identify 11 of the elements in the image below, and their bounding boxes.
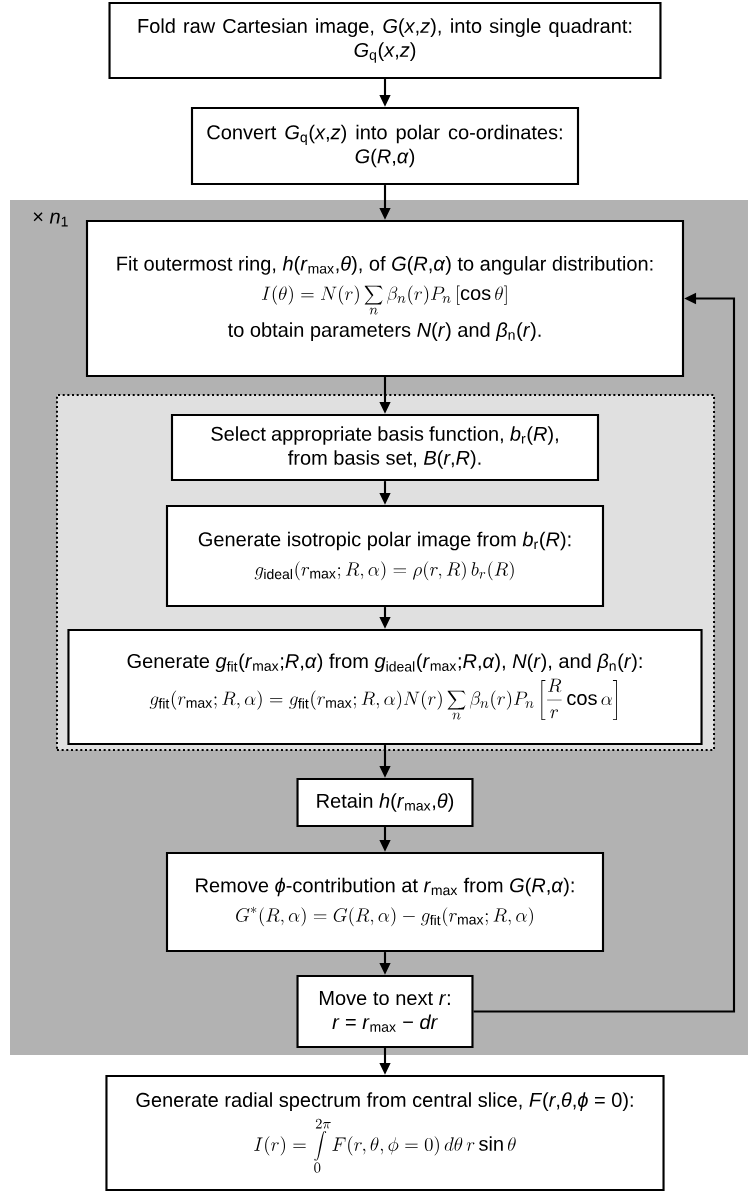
process-box: Generate radial spectrum from central slice, F(r,θ,ϕ = 0): $I(r)=\int\limits_{0}^{2\pi}F(r,\theta,\phi=0)\,d\theta\, r\sin\theta$: [105, 1074, 665, 1192]
process-box: Retain h(r$_{max}$,θ): [296, 777, 474, 828]
process-box: Select appropriate basis function, b$_{r}$(R), from basis set, B(r,R).: [170, 413, 600, 482]
process-box: Generate g$_{fit}$(r$_{max}$;R,α) from g$_{ideal}$(r$_{max}$;R,α), N(r), and β$_{n}$(r): $g_{\mathrm{fit}}(r_{\mathrm{max}};R,\alpha)=g_{\mathrm{fit}}(r_{\mathrm{max}};R,\alpha)N(r)\sum_{n}\beta_{n}(r)P_{n}\left[\frac{R}{r}\cos\alpha\right]$: [67, 628, 703, 746]
process-box: Fold raw Cartesian image, G(x,z), into single quadrant: G$_{q}$(x,z): [108, 1, 662, 80]
process-box: Generate isotropic polar image from b$_{r}$(R): $g_{\mathrm{ideal}}(r_{\mathrm{max}};R,\alpha)=\rho(r,R)\,b_{r}(R)$: [165, 504, 605, 608]
repeat-label: × n$_{1}$: [33, 212, 68, 227]
process-box: Move to next r: r = r$_{max}$ − dr: [296, 974, 474, 1049]
process-box: Remove ϕ-contribution at r$_{max}$ from G(R,α): $G^{*}(R,\alpha)=G(R,\alpha)-g_{\mathrm{fit}}(r_{\mathrm{max}};R,\alpha)$: [165, 851, 605, 953]
process-box: Convert G$_{q}$(x,z) into polar co-ordinates: G(R,α): [190, 106, 580, 186]
process-box: Fit outermost ring, h(r$_{max}$,θ), of G(R,α) to angular distribution: $I(\theta)=N(r)\sum_{n}\beta_{n}(r)P_{n}\left[\cos\theta\right]$ to obtain parameters N(r) and β$_{n}$(r).: [85, 219, 685, 378]
